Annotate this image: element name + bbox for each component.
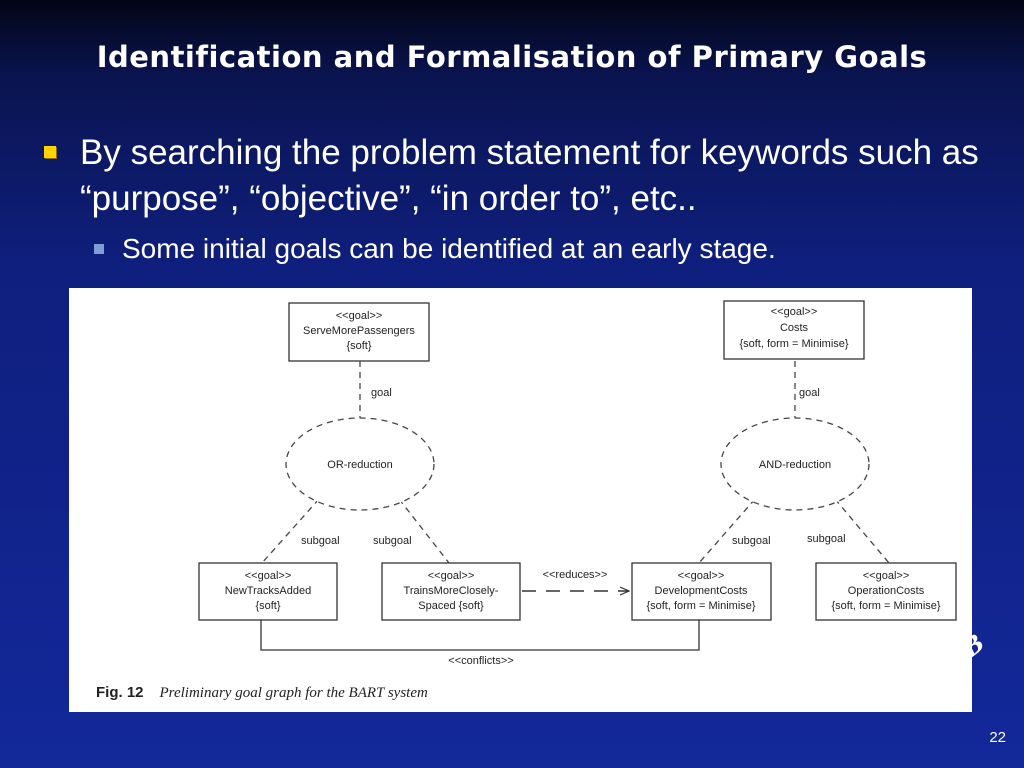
figure-caption-label: Fig. 12	[96, 684, 144, 701]
goal-name: Costs	[780, 322, 809, 334]
edge-label-conflicts: <<conflicts>>	[448, 655, 513, 667]
edge-label-subgoal-2: subgoal	[373, 535, 412, 547]
goal-graph-figure: OR-reduction AND-reduction <<goal>> Serv…	[69, 288, 972, 712]
or-reduction-node	[285, 417, 435, 511]
and-reduction-label: AND-reduction	[759, 459, 831, 471]
goal-development-costs: <<goal>> DevelopmentCosts {soft, form = …	[631, 562, 772, 621]
figure-caption: Fig. 12 Preliminary goal graph for the BA…	[96, 684, 428, 702]
bullet-marker	[44, 146, 56, 158]
goal-graph-diagram: OR-reduction AND-reduction <<goal>> Serv…	[198, 300, 957, 667]
goal-stereotype: <<goal>>	[771, 306, 818, 318]
bullet-2-text: Some initial goals can be identified at …	[122, 233, 776, 264]
goal-attributes: {soft, form = Minimise}	[739, 338, 848, 350]
edge-label-subgoal-4: subgoal	[807, 533, 846, 545]
goal-attributes: {soft, form = Minimise}	[831, 600, 940, 612]
goal-costs: <<goal>> Costs {soft, form = Minimise}	[723, 300, 865, 360]
page-number: 22	[989, 729, 1006, 746]
goal-name: DevelopmentCosts	[655, 585, 748, 597]
goal-operation-costs: <<goal>> OperationCosts {soft, form = Mi…	[815, 562, 957, 621]
edge-subgoal-4	[834, 498, 890, 564]
edge-label-subgoal-1: subgoal	[301, 535, 340, 547]
bullet-1-text: By searching the problem statement for k…	[80, 133, 979, 218]
goal-stereotype: <<goal>>	[678, 570, 725, 582]
edge-subgoal-3	[698, 498, 756, 564]
goal-name: TrainsMoreClosely-	[404, 585, 499, 597]
goal-trains-more-closely-spaced: <<goal>> TrainsMoreClosely- Spaced {soft…	[381, 562, 521, 621]
figure-caption-text: Preliminary goal graph for the BART syst…	[159, 685, 428, 701]
goal-stereotype: <<goal>>	[245, 570, 292, 582]
edge-label-subgoal-3: subgoal	[732, 535, 771, 547]
slide-title: Identification and Formalisation of Prim…	[96, 40, 928, 74]
edge-subgoal-1	[261, 498, 320, 564]
goal-serve-more-passengers: <<goal>> ServeMorePassengers {soft}	[288, 302, 430, 362]
goal-name: OperationCosts	[848, 585, 925, 597]
goal-stereotype: <<goal>>	[863, 570, 910, 582]
goal-new-tracks-added: <<goal>> NewTracksAdded {soft}	[198, 562, 338, 621]
goal-attributes: {soft}	[255, 600, 280, 612]
goal-name: ServeMorePassengers	[303, 325, 415, 337]
goal-attributes: Spaced {soft}	[418, 600, 484, 612]
goal-stereotype: <<goal>>	[336, 310, 383, 322]
sub-bullet-marker	[94, 244, 104, 254]
goal-stereotype: <<goal>>	[428, 570, 475, 582]
edge-label-goal-left: goal	[371, 387, 392, 399]
bullet-2: Some initial goals can be identified at …	[94, 232, 974, 266]
goal-attributes: {soft, form = Minimise}	[646, 600, 755, 612]
and-reduction-node	[720, 417, 870, 511]
edge-label-goal-right: goal	[799, 387, 820, 399]
edge-conflicts	[260, 620, 700, 651]
edge-subgoal-2	[398, 498, 450, 564]
or-reduction-label: OR-reduction	[327, 459, 392, 471]
goal-name: NewTracksAdded	[225, 585, 311, 597]
goal-attributes: {soft}	[346, 340, 371, 352]
edge-label-reduces: <<reduces>>	[543, 569, 608, 581]
bullet-1: By searching the problem statement for k…	[44, 130, 984, 222]
